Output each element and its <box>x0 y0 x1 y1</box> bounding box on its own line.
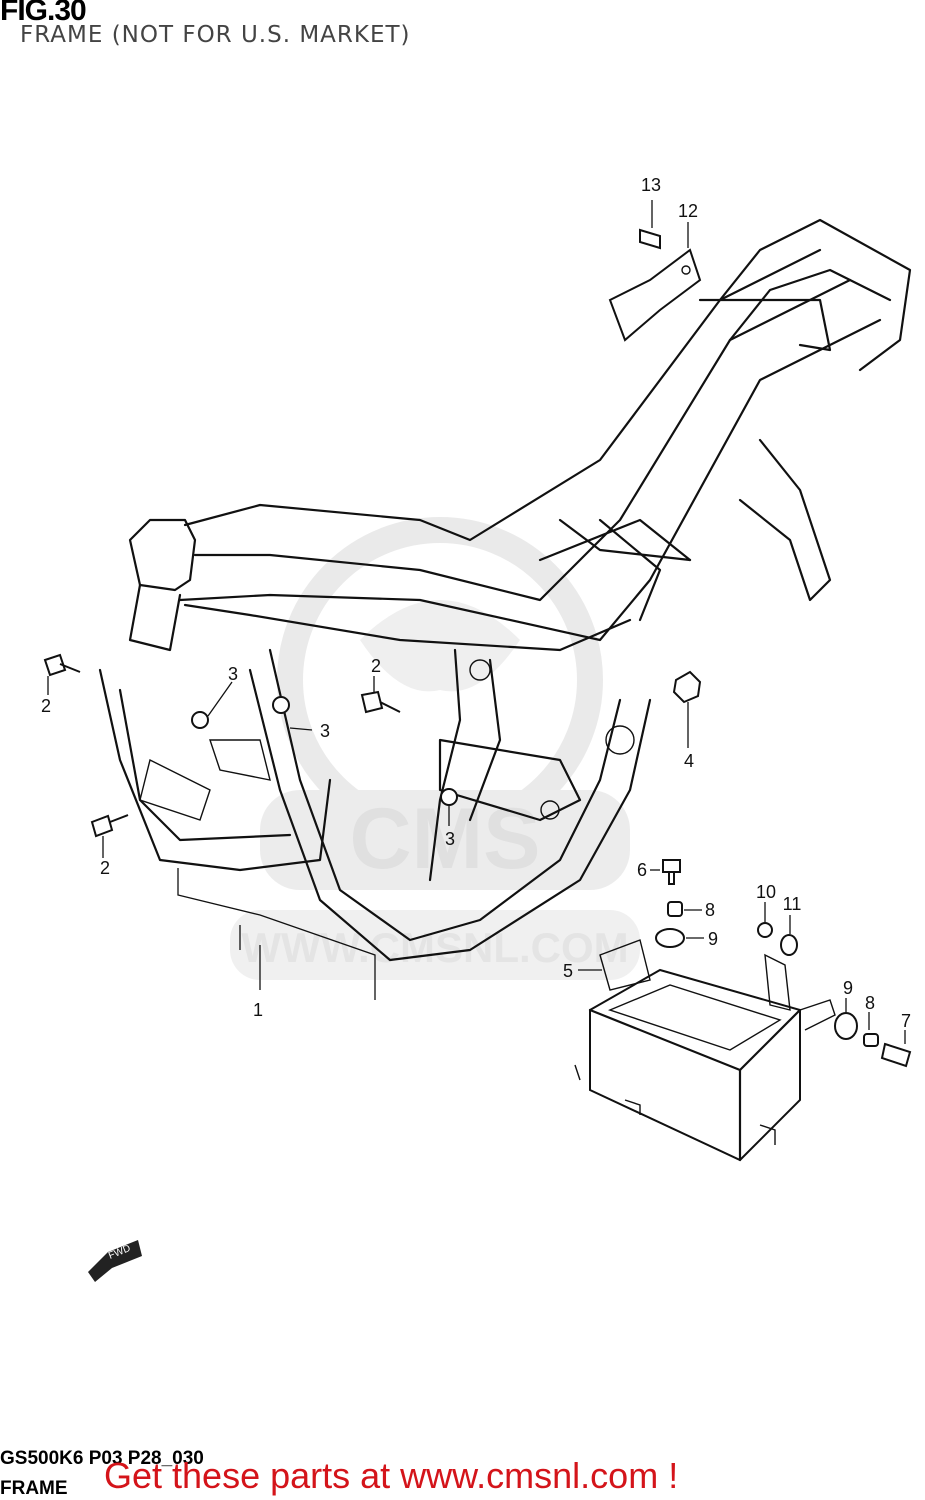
watermark-brand: CMS <box>349 791 540 887</box>
callout-8-top: 8 <box>705 900 715 920</box>
callout-5: 5 <box>563 961 573 981</box>
callout-8-right: 8 <box>865 993 875 1013</box>
callout-3-center: 3 <box>320 721 330 741</box>
bolt-13 <box>639 200 661 250</box>
callout-10: 10 <box>756 882 776 902</box>
callout-3-bottom: 3 <box>445 829 455 849</box>
nut-3-bottom <box>440 788 458 826</box>
bolt-2-left-top <box>43 653 81 695</box>
callout-4: 4 <box>684 751 694 771</box>
main-frame <box>98 218 912 1000</box>
callout-3-left: 3 <box>228 664 238 684</box>
callout-1: 1 <box>253 1000 263 1020</box>
callout-7: 7 <box>901 1011 911 1031</box>
figure-title: FRAME (NOT FOR U.S. MARKET) <box>20 22 411 48</box>
nut-10 <box>757 902 773 938</box>
collar-8-right <box>863 1012 879 1047</box>
watermark: CMS WWW.CMSNL.COM <box>230 517 640 980</box>
cap-4 <box>672 670 702 748</box>
callout-2-center: 2 <box>371 656 381 676</box>
fwd-arrow-icon: FWD <box>88 1240 142 1282</box>
diagram-name: FRAME <box>0 1478 68 1499</box>
callout-6: 6 <box>637 860 647 880</box>
grommet-9-right <box>834 998 858 1040</box>
figure-number: FIG.30 <box>0 0 87 27</box>
bolt-2-left-bottom <box>90 814 129 858</box>
collar-8-top <box>667 901 702 917</box>
callout-11: 11 <box>783 894 802 914</box>
washer-11 <box>780 915 798 956</box>
callout-12: 12 <box>678 201 698 221</box>
bracket-12 <box>608 222 702 342</box>
diagram-code: GS500K6 P03 P28_030 <box>0 1448 204 1469</box>
callout-9-right: 9 <box>843 978 853 998</box>
callout-13: 13 <box>641 175 661 195</box>
battery-tray-5 <box>574 939 836 1162</box>
callout-2-left-bottom: 2 <box>100 858 110 878</box>
bolt-2-center <box>360 676 401 714</box>
promo-link[interactable]: Get these parts at www.cmsnl.com ! <box>104 1455 679 1496</box>
bolt-6 <box>650 859 681 885</box>
bolt-7 <box>880 1030 912 1068</box>
callout-2-left-top: 2 <box>41 696 51 716</box>
grommet-9-top <box>655 928 704 948</box>
nut-3-center <box>272 696 313 731</box>
nut-3-left <box>191 681 233 729</box>
callout-9-top: 9 <box>708 929 718 949</box>
